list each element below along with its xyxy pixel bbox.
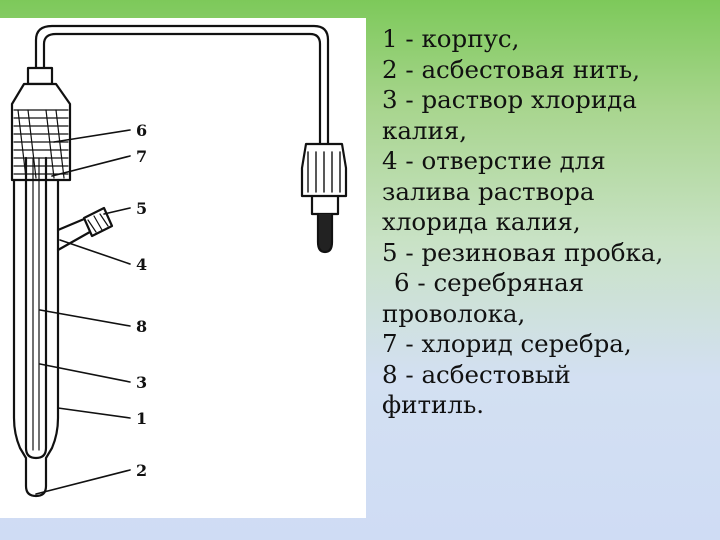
callout-1: 1 (136, 409, 147, 428)
legend-list: 1 - корпус, 2 - асбестовая нить, 3 - рас… (382, 24, 714, 421)
callout-2: 2 (136, 461, 147, 480)
inner-tube (24, 156, 48, 460)
top-cap (10, 66, 72, 182)
connector-plug (300, 142, 348, 254)
legend-line: 6 - серебряная (394, 268, 585, 297)
stopper-hatch (13, 109, 69, 179)
callout-8: 8 (136, 317, 147, 336)
electrode-drawing: 6 7 5 4 8 3 1 2 (10, 24, 348, 498)
callout-4: 4 (136, 255, 147, 274)
body-outer (12, 178, 60, 498)
leader-lines (35, 129, 131, 495)
legend-line: фитиль. (382, 390, 485, 419)
connecting-tube (34, 24, 330, 146)
electrode-diagram: 6 7 5 4 8 3 1 2 (0, 18, 366, 518)
callout-6: 6 (136, 121, 147, 140)
legend-line: 5 - резиновая пробка, (382, 237, 664, 267)
callout-5: 5 (136, 199, 147, 218)
legend-line: 7 - хлорид серебра, (382, 329, 632, 358)
legend-line: 8 - асбестовый (382, 359, 571, 389)
legend-line: 1 - корпус, (382, 24, 520, 53)
callout-3: 3 (136, 373, 147, 392)
legend-line: залива раствора (382, 176, 595, 206)
legend-line: 3 - раствор хлорида (382, 85, 637, 114)
legend-line: 2 - асбестовая нить, (382, 54, 641, 84)
legend-line: 4 - отверстие для (382, 146, 606, 175)
callout-7: 7 (136, 147, 147, 166)
legend-line: калия, (382, 115, 468, 145)
side-port (56, 206, 114, 252)
legend-line: проволока, (382, 298, 526, 328)
legend-line: хлорида калия, (382, 207, 581, 236)
